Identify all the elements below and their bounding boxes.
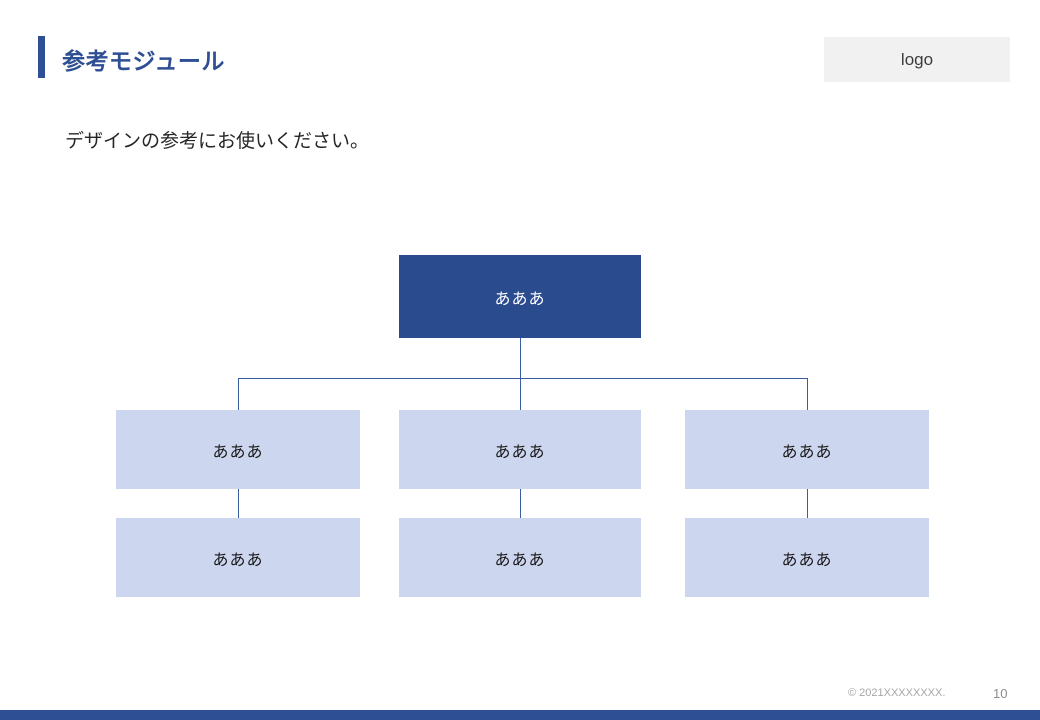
logo-placeholder: logo bbox=[824, 37, 1010, 82]
node-middle-1[interactable]: あああ bbox=[116, 410, 360, 489]
connector-link-column-1 bbox=[238, 489, 239, 518]
node-middle-3-label: あああ bbox=[781, 443, 833, 461]
node-bottom-1-label: あああ bbox=[212, 551, 264, 569]
connector-drop-column-3 bbox=[807, 378, 808, 410]
node-middle-1-label: あああ bbox=[212, 443, 264, 461]
logo-label: logo bbox=[900, 49, 934, 69]
node-middle-2-label: あああ bbox=[494, 443, 546, 461]
node-bottom-3-label: あああ bbox=[781, 551, 833, 569]
connector-horizontal-bus bbox=[238, 378, 808, 379]
page-title: 参考モジュール bbox=[62, 48, 225, 74]
node-root-label: あああ bbox=[494, 290, 546, 308]
node-bottom-1[interactable]: あああ bbox=[116, 518, 360, 597]
footer-copyright: © 2021XXXXXXXX. bbox=[848, 687, 946, 699]
title-accent-bar bbox=[38, 36, 45, 78]
node-root[interactable]: あああ bbox=[399, 255, 641, 338]
node-bottom-2-label: あああ bbox=[494, 551, 546, 569]
node-middle-3[interactable]: あああ bbox=[685, 410, 929, 489]
node-bottom-2[interactable]: あああ bbox=[399, 518, 641, 597]
node-middle-2[interactable]: あああ bbox=[399, 410, 641, 489]
connector-root-down bbox=[520, 338, 521, 378]
subtitle-text: デザインの参考にお使いください。 bbox=[65, 131, 370, 152]
connector-link-column-3 bbox=[807, 489, 808, 518]
footer-page-number: 10 bbox=[993, 686, 1008, 701]
connector-drop-column-2 bbox=[520, 378, 521, 410]
connector-drop-column-1 bbox=[238, 378, 239, 410]
footer-accent-bar bbox=[0, 710, 1040, 720]
connector-link-column-2 bbox=[520, 489, 521, 518]
node-bottom-3[interactable]: あああ bbox=[685, 518, 929, 597]
